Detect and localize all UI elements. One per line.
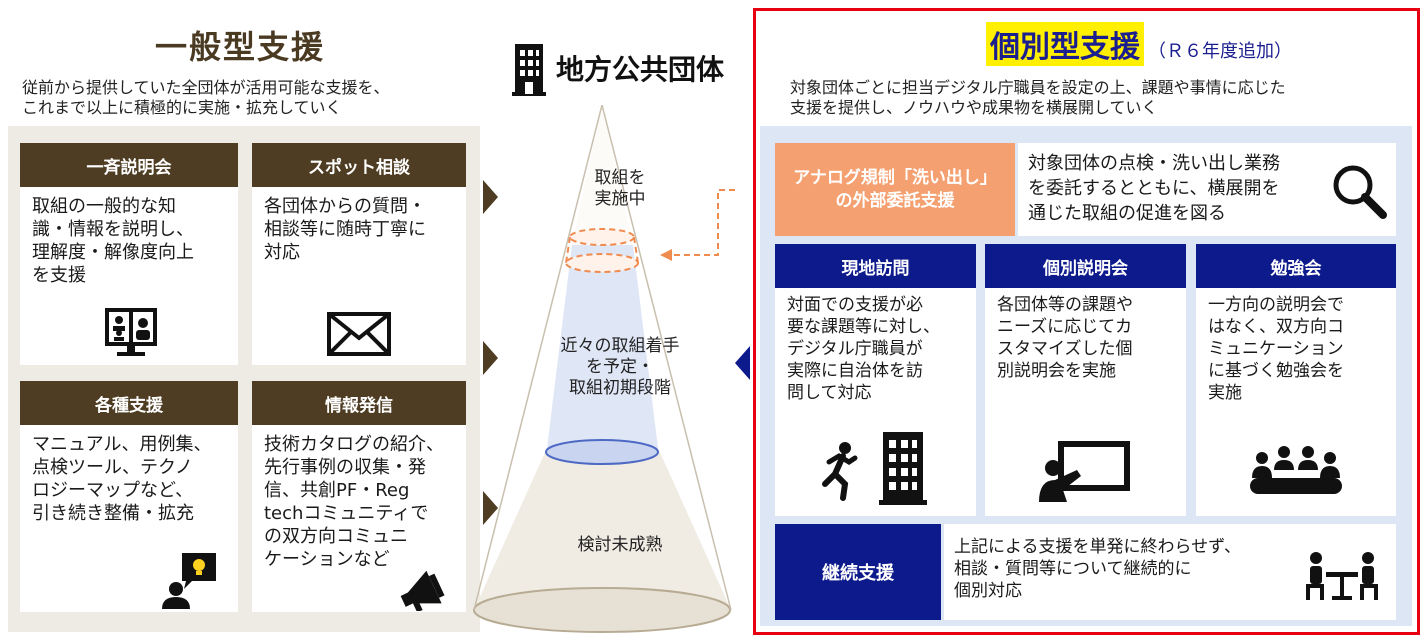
continuous-support-title: 継続支援 xyxy=(775,524,941,620)
mail-envelope-icon xyxy=(327,312,391,356)
box-individual-briefing-text: 各団体等の課題や ニーズに応じてカ スタマイズした個 別説明会を実施 xyxy=(997,295,1133,381)
arrow-right-icon xyxy=(483,180,498,214)
runner-building-icon xyxy=(822,432,927,505)
card-information-text: 技術カタログの紹介、 先行事例の収集・発 信、共創PF・Reg techコミュニ… xyxy=(264,434,444,570)
individual-support-title-note: （Ｒ６年度追加） xyxy=(1148,41,1292,62)
group-meeting-icon xyxy=(1250,446,1342,494)
box-site-visit-title: 現地訪問 xyxy=(775,244,976,288)
person-idea-icon xyxy=(162,553,216,609)
megaphone-icon xyxy=(400,570,445,611)
maturity-cone xyxy=(473,105,735,633)
arrow-left-icon xyxy=(735,346,750,380)
analog-outsourcing-title: アナログ規制「洗い出し」 の外部委託支援 xyxy=(775,143,1015,236)
individual-support-frame xyxy=(753,8,1420,635)
individual-support-description: 対象団体ごとに担当デジタル庁職員を設定の上、課題や事情に応じた 支援を提供し、ノ… xyxy=(790,78,1286,117)
box-study-session-text: 一方向の説明会で はなく、双方向コ ミュニケーション に基づく勉強会を 実施 xyxy=(1208,295,1344,403)
card-briefing-title: 一斉説明会 xyxy=(20,143,238,187)
individual-support-title-main: 個別型支援 xyxy=(986,22,1144,66)
box-site-visit-text: 対面での支援が必 要な課題等に対し、 デジタル庁職員が 実際に自治体を訪 問して… xyxy=(787,295,940,403)
analog-outsourcing-text: 対象団体の点検・洗い出し業務 を委託するとともに、横展開を 通じた取組の促進を図… xyxy=(1028,153,1280,224)
stage-planning: 近々の取組着手 を予定・ 取組初期段階 xyxy=(560,336,680,398)
card-information-title: 情報発信 xyxy=(252,381,466,425)
card-briefing-text: 取組の一般的な知 識・情報を説明し、 理解度・解像度向上 を支援 xyxy=(32,196,194,286)
box-individual-briefing: 個別説明会 各団体等の課題や ニーズに応じてカ スタマイズした個 別説明会を実施 xyxy=(985,244,1186,516)
building-icon xyxy=(512,44,546,96)
presentation-board-icon xyxy=(1039,441,1130,502)
municipality-title: 地方公共団体 xyxy=(512,40,724,96)
box-study-session-title: 勉強会 xyxy=(1196,244,1396,288)
card-spot-consultation: スポット相談 各団体からの質問・ 相談等に随時丁寧に 対応 xyxy=(252,143,466,365)
magnifier-icon xyxy=(1333,165,1387,219)
box-study-session: 勉強会 一方向の説明会で はなく、双方向コ ミュニケーション に基づく勉強会を … xyxy=(1196,244,1396,516)
analog-outsourcing-body: 対象団体の点検・洗い出し業務 を委託するとともに、横展開を 通じた取組の促進を図… xyxy=(1018,143,1396,236)
stage-immature: 検討未成熟 xyxy=(577,535,663,555)
arrow-right-icon xyxy=(483,491,498,525)
municipality-title-text: 地方公共団体 xyxy=(556,53,725,86)
box-site-visit: 現地訪問 対面での支援が必 要な課題等に対し、 デジタル庁職員が 実際に自治体を… xyxy=(775,244,976,516)
continuous-support-body: 上記による支援を単発に終わらせず、 相談・質問等について継続的に 個別対応 xyxy=(944,524,1396,620)
video-conference-icon xyxy=(105,308,157,356)
card-various-support-title: 各種支援 xyxy=(20,381,238,425)
individual-support-title: 個別型支援 （Ｒ６年度追加） xyxy=(986,22,1292,66)
card-briefing: 一斉説明会 取組の一般的な知 識・情報を説明し、 理解度・解像度向上 を支援 xyxy=(20,143,238,365)
arrow-right-icon xyxy=(483,341,498,375)
stage-implementing: 取組を 実施中 xyxy=(594,168,646,209)
card-information: 情報発信 技術カタログの紹介、 先行事例の収集・発 信、共創PF・Reg tec… xyxy=(252,381,466,612)
card-various-support-text: マニュアル、用例集、 点検ツール、テクノ ロジーマップなど、 引き続き整備・拡充 xyxy=(32,434,212,524)
continuous-support-text: 上記による支援を単発に終わらせず、 相談・質問等について継続的に 個別対応 xyxy=(954,537,1241,601)
box-individual-briefing-title: 個別説明会 xyxy=(985,244,1186,288)
card-various-support: 各種支援 マニュアル、用例集、 点検ツール、テクノ ロジーマップなど、 引き続き… xyxy=(20,381,238,612)
card-spot-consultation-text: 各団体からの質問・ 相談等に随時丁寧に 対応 xyxy=(264,196,426,263)
consultation-table-icon xyxy=(1306,552,1378,600)
general-support-description: 従前から提供していた全団体が活用可能な支援を、 これまで以上に積極的に実施・拡充… xyxy=(22,78,390,117)
general-support-title: 一般型支援 xyxy=(154,28,325,66)
card-spot-consultation-title: スポット相談 xyxy=(252,143,466,187)
